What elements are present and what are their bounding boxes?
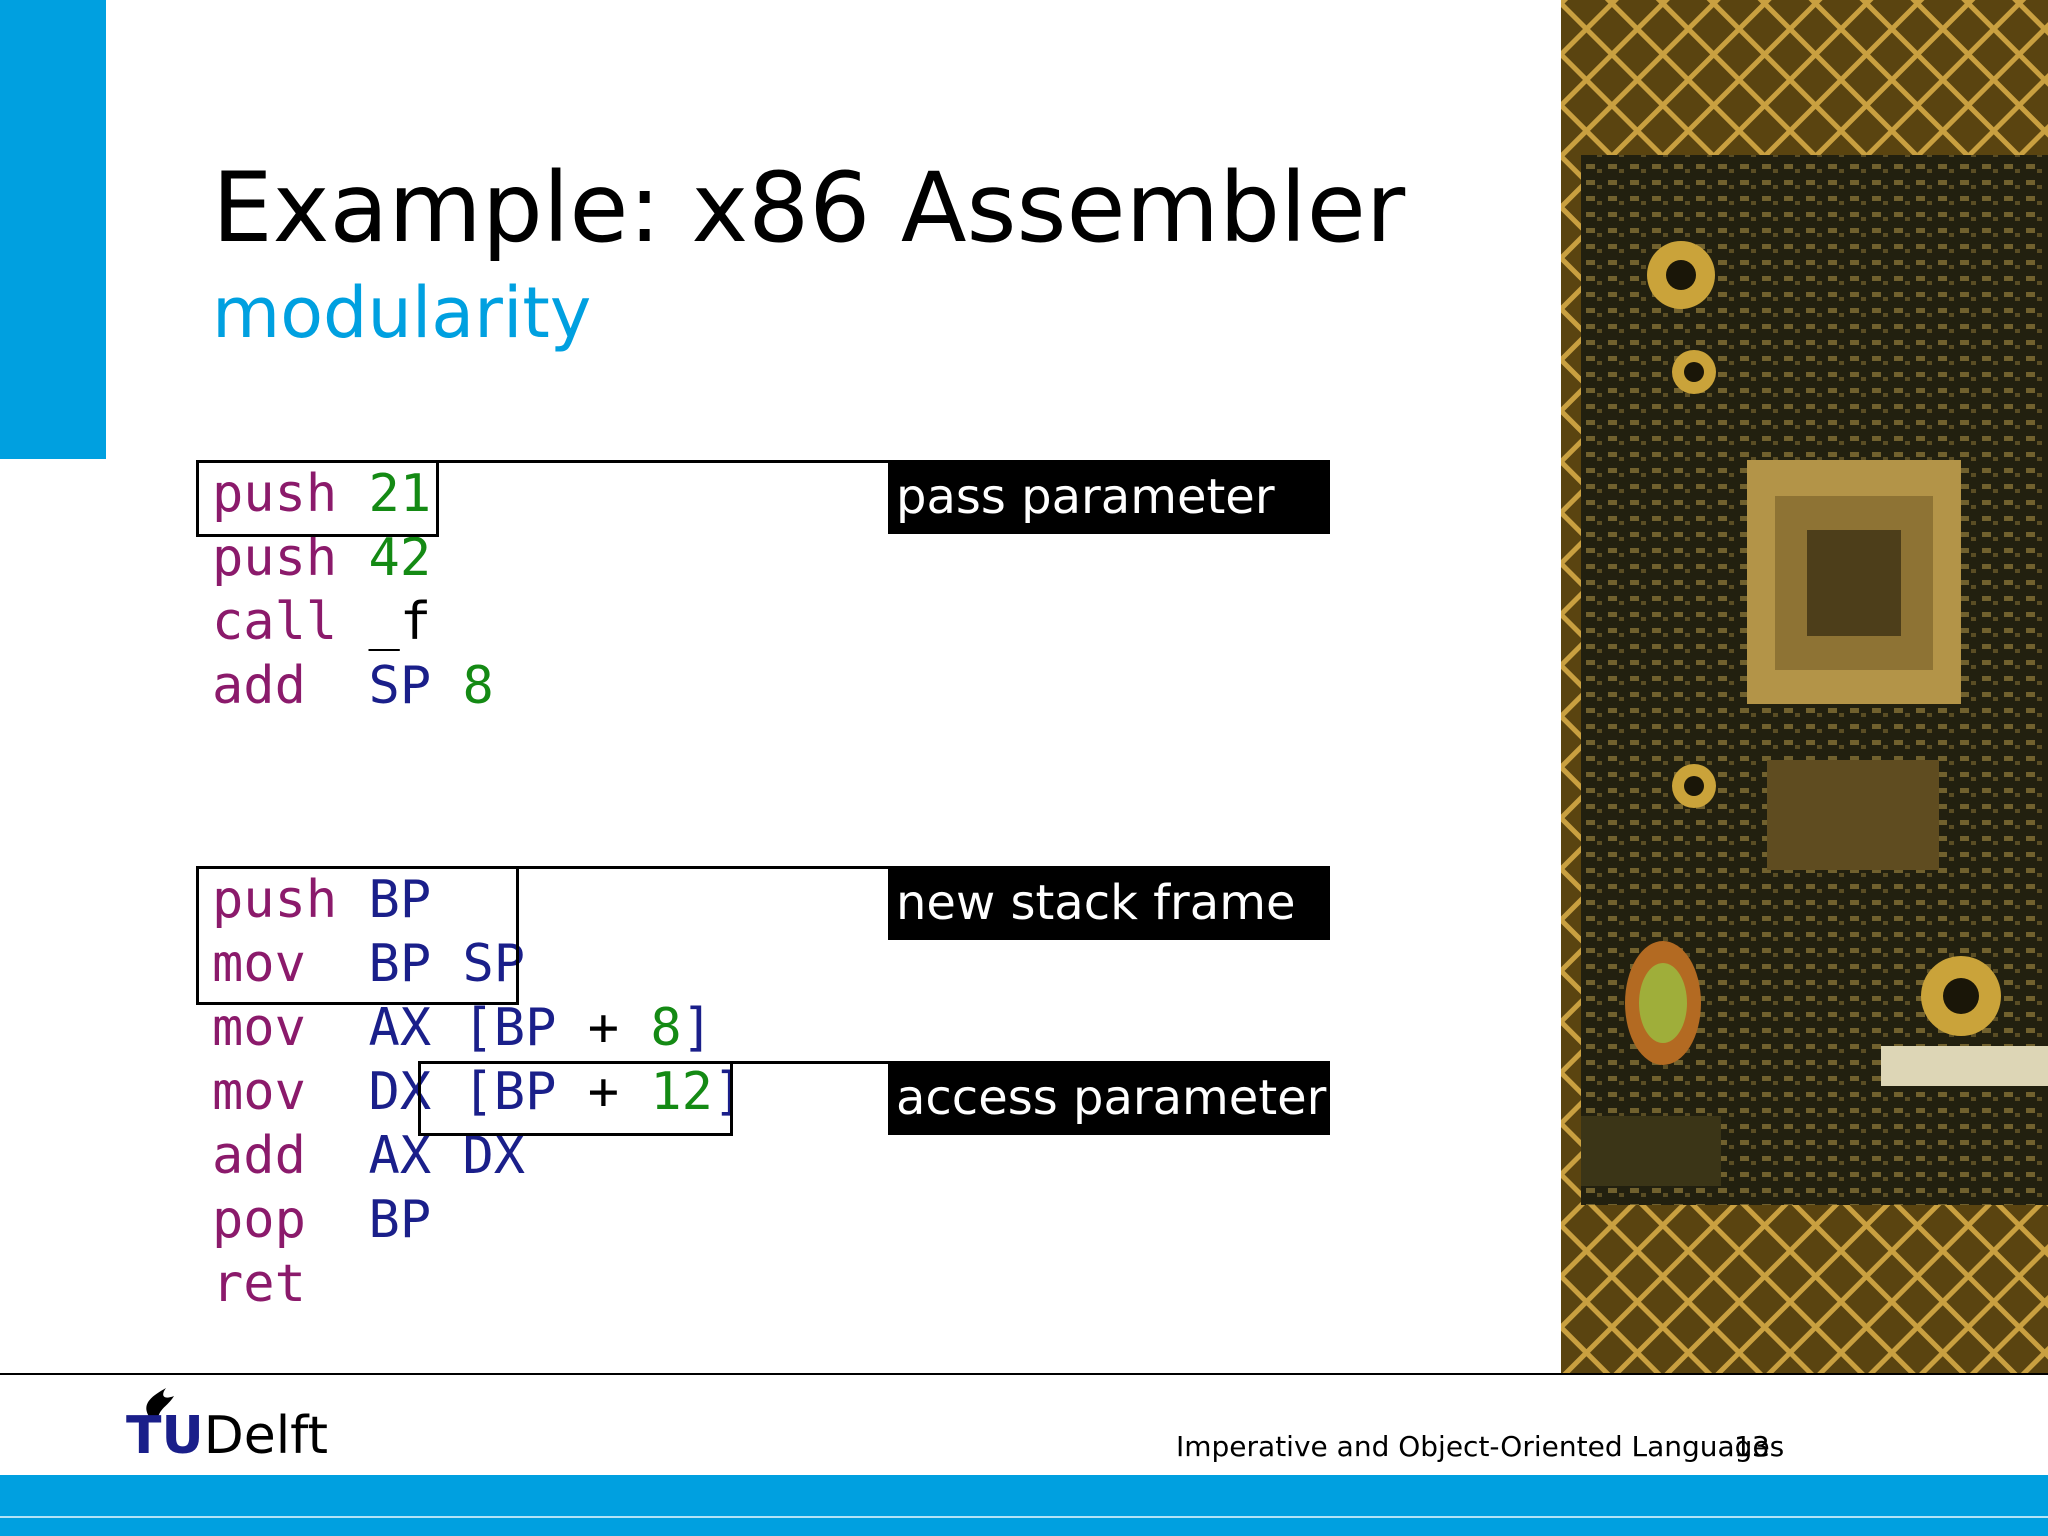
- code-operand: [BP: [431, 1062, 557, 1122]
- code-operand: ]: [712, 1062, 745, 1122]
- tu-delft-flame-logo: [126, 1382, 326, 1466]
- highlight-connector-top: [196, 460, 888, 464]
- code-line: push 42: [212, 526, 494, 590]
- highlight-frame-access: [418, 1061, 733, 1136]
- code-opcode: add: [212, 656, 369, 716]
- slide-title: Example: x86 Assembler: [212, 152, 1406, 264]
- label-access-parameter: access parameter: [888, 1061, 1330, 1135]
- highlight-connector-top-2: [196, 866, 888, 870]
- logo-wordmark: TUDelft: [126, 1410, 328, 1462]
- code-operand: BP: [368, 934, 432, 994]
- highlight-frame-push: [196, 460, 439, 537]
- footer-divider: [0, 1373, 2048, 1375]
- label-pass-parameter: pass parameter: [888, 460, 1330, 534]
- code-line: mov DX [BP + 12]: [212, 1060, 744, 1124]
- code-line: push BP: [212, 868, 744, 932]
- code-opcode: call: [212, 592, 369, 652]
- footer-course-title: Imperative and Object-Oriented Languages: [1176, 1430, 1785, 1463]
- code-opcode: mov: [212, 998, 369, 1058]
- code-opcode: add: [212, 1126, 369, 1186]
- code-line: add AX DX: [212, 1124, 744, 1188]
- code-opcode: ret: [212, 1254, 369, 1314]
- logo-delft-text: Delft: [203, 1406, 328, 1466]
- code-operand: _f: [368, 592, 432, 652]
- code-opcode: push: [212, 870, 369, 930]
- circuit-board-photo: [1561, 0, 2048, 1373]
- code-operand: 12: [619, 1062, 713, 1122]
- highlight-connector-top-3: [418, 1061, 888, 1065]
- code-opcode: push: [212, 464, 369, 524]
- code-operand: DX: [431, 1126, 526, 1186]
- code-opcode: pop: [212, 1190, 369, 1250]
- code-opcode: mov: [212, 934, 369, 994]
- highlight-frame-prologue: [196, 866, 519, 1005]
- code-operand: SP: [431, 934, 526, 994]
- code-operand: 8: [619, 998, 682, 1058]
- code-operand: ]: [681, 998, 713, 1058]
- code-line: mov AX [BP + 8]: [212, 996, 744, 1060]
- accent-bar: [0, 0, 106, 459]
- code-operand: +: [556, 998, 620, 1058]
- code-operand: +: [556, 1062, 620, 1122]
- code-line: call _f: [212, 590, 494, 654]
- code-line: push 21: [212, 462, 494, 526]
- code-operand: BP: [368, 1190, 432, 1250]
- page-number: 13: [1734, 1430, 1770, 1463]
- code-line: ret: [212, 1252, 744, 1316]
- code-operand: AX: [368, 998, 432, 1058]
- code-operand: 42: [368, 528, 432, 588]
- code-opcode: push: [212, 528, 369, 588]
- slide-subtitle: modularity: [212, 272, 592, 354]
- code-operand: 21: [368, 464, 432, 524]
- code-operand: SP: [368, 656, 432, 716]
- code-operand: BP: [368, 870, 432, 930]
- code-operand: [BP: [431, 998, 557, 1058]
- footer-accent-line: [0, 1516, 2048, 1518]
- footer-accent-bar: [0, 1475, 2048, 1536]
- code-operand: AX: [368, 1126, 432, 1186]
- code-operand: 8: [431, 656, 494, 716]
- label-new-stack-frame: new stack frame: [888, 866, 1330, 940]
- code-line: pop BP: [212, 1188, 744, 1252]
- code-line: add SP 8: [212, 654, 494, 718]
- logo-tu-text: TU: [126, 1406, 204, 1466]
- code-opcode: mov: [212, 1062, 369, 1122]
- code-line: mov BP SP: [212, 932, 744, 996]
